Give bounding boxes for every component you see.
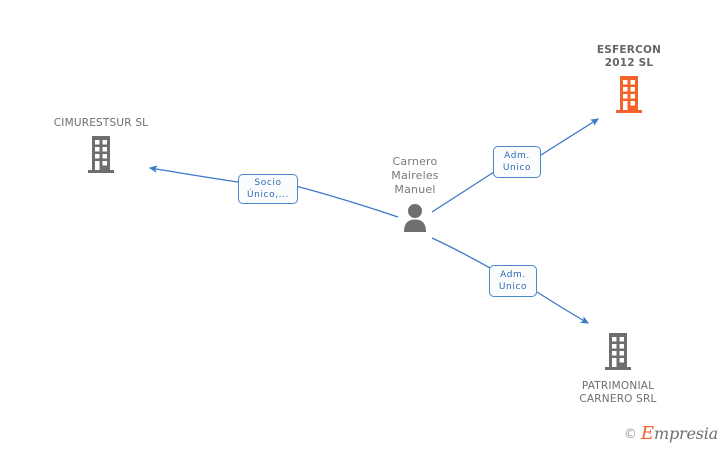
edge-line-adm-esfercon — [431, 171, 495, 213]
building-icon — [88, 135, 114, 177]
edge-label-socio[interactable]: Socio Único,... — [238, 174, 298, 204]
building-icon — [605, 332, 631, 374]
edge-line-adm-esfercon-tail — [540, 118, 600, 156]
edge-line-adm-patrimonial-tail — [536, 291, 590, 324]
node-esfercon[interactable]: ESFERCON 2012 SL — [559, 44, 699, 117]
edge-line-socio-tail — [148, 165, 239, 183]
node-patrimonial-label: PATRIMONIAL CARNERO SRL — [579, 380, 657, 405]
node-cimurestsur-label: CIMURESTSUR SL — [53, 117, 149, 129]
brand-name: mpresia — [654, 424, 718, 443]
copyright-icon: © — [623, 426, 637, 442]
node-esfercon-label: ESFERCON 2012 SL — [596, 44, 662, 69]
edge-label-adm-patrimonial[interactable]: Adm. Unico — [489, 265, 537, 297]
node-person[interactable]: Carnero Maireles Manuel — [345, 155, 485, 236]
node-cimurestsur[interactable]: CIMURESTSUR SL — [31, 117, 171, 177]
building-icon — [616, 75, 642, 117]
edge-line-adm-patrimonial — [431, 237, 491, 269]
node-patrimonial[interactable]: PATRIMONIAL CARNERO SRL — [548, 332, 688, 406]
brand-initial: E — [640, 423, 654, 444]
person-icon — [401, 202, 429, 236]
empresia-watermark: © E mpresia — [623, 423, 718, 444]
node-person-label: Carnero Maireles Manuel — [391, 155, 439, 196]
edge-label-adm-esfercon[interactable]: Adm. Unico — [493, 146, 541, 178]
